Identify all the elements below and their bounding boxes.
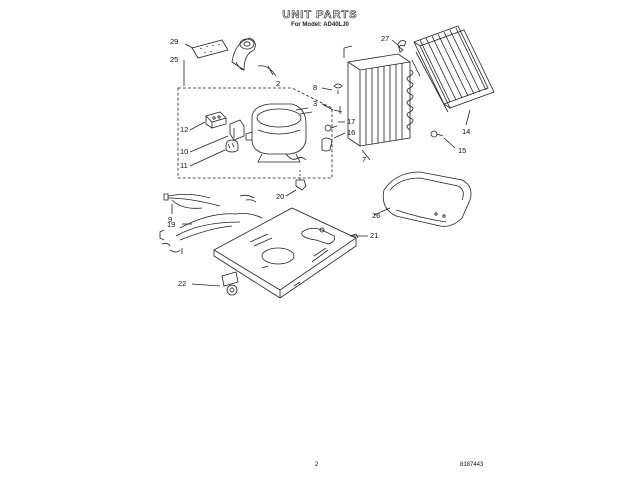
part-17-washer (324, 124, 338, 132)
part-29-insulation-pad (191, 39, 229, 59)
part-3-screw (333, 106, 343, 114)
part-26-drain-pan (382, 171, 472, 227)
part-2-insulation-tube (231, 37, 256, 71)
page-title: UNIT PARTS (282, 9, 358, 22)
callout-19: 19 (167, 220, 176, 229)
callout-11: 11 (180, 161, 188, 170)
callout-2: 2 (276, 79, 281, 88)
compressor (245, 103, 313, 163)
part-12-overload-protector (205, 111, 227, 129)
callout-21: 21 (370, 231, 379, 240)
part-7-condenser-coil (343, 45, 414, 147)
part-15-screw (430, 130, 444, 138)
callout-8: 8 (313, 83, 318, 92)
callout-14: 14 (462, 127, 471, 136)
part-14-evaporator-coil (411, 25, 495, 113)
part-8-clip (333, 83, 343, 94)
callout-16: 16 (347, 128, 356, 137)
callout-27: 27 (381, 34, 390, 43)
callout-22: 22 (178, 279, 187, 288)
part-20-drain-plug (295, 179, 307, 191)
compressor-assembly-bracket (177, 87, 333, 179)
callout-29: 29 (170, 37, 179, 46)
part-19-wiring (159, 213, 263, 254)
part-9-wire-harness (163, 193, 257, 209)
callout-9: 9 (168, 215, 173, 224)
model-subtitle: For Model: AD40LJ0 (291, 22, 349, 28)
part-10-relay (229, 119, 245, 141)
part-21-base-pan (213, 207, 359, 299)
callout-20: 20 (276, 192, 285, 201)
callout-17: 17 (347, 117, 356, 126)
part-11-terminal-cover (225, 139, 239, 153)
callout-15: 15 (458, 146, 467, 155)
part-27-clip (397, 40, 407, 53)
part-22-caster (221, 271, 239, 296)
page-number: 2 (315, 462, 319, 468)
callout-25: 25 (170, 55, 179, 64)
callout-3: 3 (313, 99, 318, 108)
callout-10: 10 (180, 147, 189, 156)
callout-7: 7 (362, 155, 367, 164)
document-code: 8187443 (460, 462, 484, 468)
callout-26: 26 (372, 211, 381, 220)
callout-12: 12 (180, 125, 189, 134)
part-16-grommet (321, 137, 333, 152)
